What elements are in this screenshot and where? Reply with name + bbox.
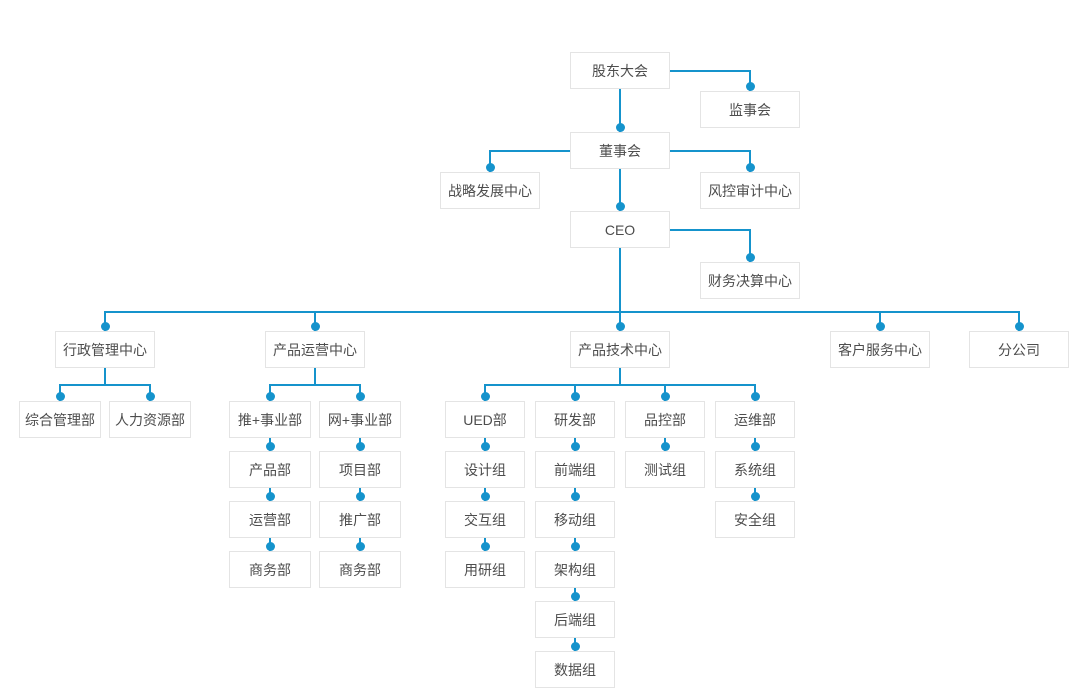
org-node-ceo: CEO	[570, 211, 670, 248]
org-node-xitong: 系统组	[715, 451, 795, 488]
org-node-zonghe: 综合管理部	[19, 401, 101, 438]
connector-line	[669, 228, 751, 231]
connector-dot	[570, 541, 580, 551]
connector-line	[59, 384, 151, 386]
connector-dot	[485, 162, 495, 172]
connector-line	[619, 168, 621, 212]
org-node-renli: 人力资源部	[109, 401, 191, 438]
connector-line	[489, 149, 491, 173]
org-node-kehu: 客户服务中心	[830, 331, 930, 368]
connector-line	[749, 228, 751, 263]
org-node-ceshi: 测试组	[625, 451, 705, 488]
org-node-shangwu_l: 商务部	[229, 551, 311, 588]
org-node-yongyan: 用研组	[445, 551, 525, 588]
connector-line	[669, 69, 751, 72]
org-node-pinkong: 品控部	[625, 401, 705, 438]
connector-line	[619, 247, 621, 313]
org-node-tuiguang: 推广部	[319, 501, 401, 538]
org-node-dongshi: 董事会	[570, 132, 670, 169]
org-node-jianshi: 监事会	[700, 91, 800, 128]
connector-dot	[480, 541, 490, 551]
connector-dot	[745, 252, 755, 262]
org-node-gudong: 股东大会	[570, 52, 670, 89]
org-node-shangwu_r: 商务部	[319, 551, 401, 588]
org-node-ued: UED部	[445, 401, 525, 438]
connector-dot	[265, 491, 275, 501]
org-node-yunyingbu: 运营部	[229, 501, 311, 538]
connector-line	[484, 384, 756, 386]
org-node-fengkong: 风控审计中心	[700, 172, 800, 209]
connector-dot	[750, 441, 760, 451]
connector-dot	[750, 491, 760, 501]
connector-dot	[570, 441, 580, 451]
connector-line	[749, 149, 751, 173]
connector-dot	[1014, 321, 1024, 331]
org-node-tui: 推+事业部	[229, 401, 311, 438]
connector-dot	[480, 441, 490, 451]
connector-line	[669, 149, 751, 152]
connector-dot	[55, 391, 65, 401]
connector-dot	[570, 641, 580, 651]
connector-dot	[265, 391, 275, 401]
connector-dot	[145, 391, 155, 401]
connector-dot	[615, 122, 625, 132]
org-node-jiagou: 架构组	[535, 551, 615, 588]
org-node-shuju: 数据组	[535, 651, 615, 688]
org-node-yidong: 移动组	[535, 501, 615, 538]
connector-line	[619, 367, 621, 386]
org-node-xingzheng: 行政管理中心	[55, 331, 155, 368]
org-node-caiwu: 财务决算中心	[700, 262, 800, 299]
org-node-yunying_c: 产品运营中心	[265, 331, 365, 368]
org-node-jiaohu: 交互组	[445, 501, 525, 538]
org-node-yanfa: 研发部	[535, 401, 615, 438]
connector-dot	[570, 491, 580, 501]
org-node-zhanlue: 战略发展中心	[440, 172, 540, 209]
org-node-fengongsi: 分公司	[969, 331, 1069, 368]
connector-line	[104, 311, 1020, 313]
connector-line	[749, 69, 751, 92]
connector-dot	[355, 391, 365, 401]
org-node-anquan: 安全组	[715, 501, 795, 538]
org-node-qianduan: 前端组	[535, 451, 615, 488]
connector-dot	[660, 441, 670, 451]
connector-dot	[875, 321, 885, 331]
connector-line	[619, 88, 621, 133]
connector-dot	[745, 162, 755, 172]
connector-dot	[750, 391, 760, 401]
org-node-xiangmu: 项目部	[319, 451, 401, 488]
org-node-wang: 网+事业部	[319, 401, 401, 438]
connector-dot	[615, 321, 625, 331]
org-node-sheji: 设计组	[445, 451, 525, 488]
connector-dot	[480, 491, 490, 501]
connector-dot	[480, 391, 490, 401]
org-node-yunwei: 运维部	[715, 401, 795, 438]
connector-dot	[355, 541, 365, 551]
connector-dot	[355, 441, 365, 451]
connector-dot	[745, 81, 755, 91]
connector-dot	[100, 321, 110, 331]
connector-line	[314, 367, 316, 386]
connector-dot	[265, 441, 275, 451]
connector-line	[104, 367, 106, 386]
org-node-jishu_c: 产品技术中心	[570, 331, 670, 368]
connector-dot	[310, 321, 320, 331]
connector-dot	[570, 591, 580, 601]
connector-dot	[615, 201, 625, 211]
connector-dot	[355, 491, 365, 501]
connector-dot	[265, 541, 275, 551]
connector-dot	[570, 391, 580, 401]
connector-line	[269, 384, 361, 386]
connector-dot	[660, 391, 670, 401]
org-node-chanpinbu: 产品部	[229, 451, 311, 488]
org-node-houduan: 后端组	[535, 601, 615, 638]
connector-line	[489, 149, 571, 152]
